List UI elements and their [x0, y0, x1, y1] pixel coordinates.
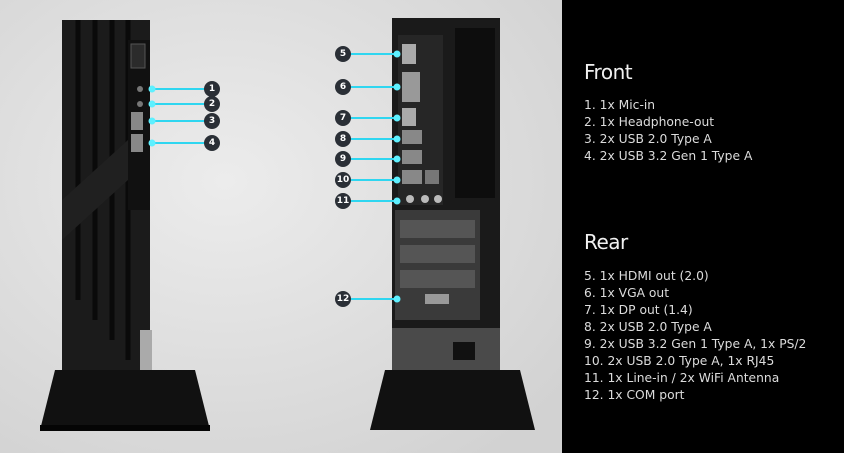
callout-2: 2: [204, 96, 220, 112]
callout-10: 10: [335, 172, 351, 188]
product-image-area: 1 2 3 4 5 6 7 8 9 10 11 12: [0, 0, 562, 453]
callout-7: 7: [335, 110, 351, 126]
rear-heading: Rear: [584, 230, 628, 254]
front-tower: [40, 20, 210, 431]
list-item: 8. 2x USB 2.0 Type A: [584, 320, 712, 334]
front-heading: Front: [584, 60, 633, 84]
rear-port-list: 5. 1x HDMI out (2.0) 6. 1x VGA out 7. 1x…: [584, 268, 806, 404]
callout-1: 1: [204, 81, 220, 97]
callout-11: 11: [335, 193, 351, 209]
callout-lines: [152, 53, 397, 300]
list-item: 5. 1x HDMI out (2.0): [584, 269, 709, 283]
list-item: 7. 1x DP out (1.4): [584, 303, 693, 317]
callout-12: 12: [335, 291, 351, 307]
spec-panel: Front 1. 1x Mic-in 2. 1x Headphone-out 3…: [562, 0, 844, 453]
callout-8: 8: [335, 131, 351, 147]
list-item: 1. 1x Mic-in: [584, 98, 656, 112]
pc-illustration: [40, 18, 535, 431]
list-item: 3. 2x USB 2.0 Type A: [584, 132, 712, 146]
callout-4: 4: [204, 135, 220, 151]
list-item: 6. 1x VGA out: [584, 286, 670, 300]
rear-tower: [370, 18, 535, 430]
callout-3: 3: [204, 113, 220, 129]
front-port-list: 1. 1x Mic-in 2. 1x Headphone-out 3. 2x U…: [584, 97, 752, 165]
list-item: 12. 1x COM port: [584, 388, 685, 402]
list-item: 4. 2x USB 3.2 Gen 1 Type A: [584, 149, 753, 163]
callout-9: 9: [335, 151, 351, 167]
callout-6: 6: [335, 79, 351, 95]
list-item: 10. 2x USB 2.0 Type A, 1x RJ45: [584, 354, 775, 368]
list-item: 9. 2x USB 3.2 Gen 1 Type A, 1x PS/2: [584, 337, 807, 351]
callout-5: 5: [335, 46, 351, 62]
list-item: 2. 1x Headphone-out: [584, 115, 715, 129]
list-item: 11. 1x Line-in / 2x WiFi Antenna: [584, 371, 780, 385]
